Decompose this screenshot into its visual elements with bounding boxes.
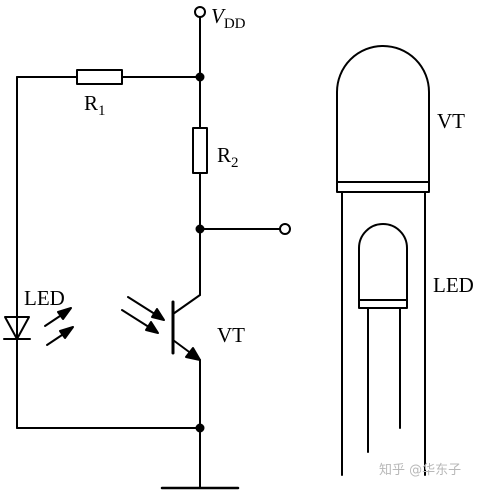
light-arrows-in-icon bbox=[121, 296, 165, 334]
transistor-collector bbox=[172, 294, 201, 315]
emitter-arrow bbox=[185, 347, 201, 361]
led-triangle bbox=[4, 316, 30, 340]
phototransistor-vt bbox=[171, 294, 201, 361]
vdd-label: VDD bbox=[211, 4, 246, 32]
resistor-r2 bbox=[192, 127, 208, 174]
led-dome bbox=[358, 223, 408, 309]
package-led-label: LED bbox=[433, 273, 474, 297]
vt-label: VT bbox=[217, 323, 245, 347]
r1-label: R1 bbox=[84, 91, 106, 119]
r2-label: R2 bbox=[217, 143, 239, 171]
led-diode bbox=[3, 316, 31, 340]
circuit-schematic bbox=[3, 6, 291, 490]
package-vt-label: VT bbox=[437, 109, 465, 133]
resistor-r1 bbox=[76, 69, 123, 85]
led-label: LED bbox=[24, 286, 65, 310]
vdd-terminal bbox=[194, 6, 206, 18]
light-arrows-out-icon bbox=[44, 307, 74, 346]
junction-dot bbox=[195, 423, 205, 433]
watermark-text: 知乎 @华东子 bbox=[379, 462, 461, 478]
junction-dot bbox=[195, 224, 205, 234]
output-terminal bbox=[279, 223, 291, 235]
optocoupler-package bbox=[336, 45, 430, 476]
junction-dot bbox=[195, 72, 205, 82]
vt-dome bbox=[336, 45, 430, 193]
